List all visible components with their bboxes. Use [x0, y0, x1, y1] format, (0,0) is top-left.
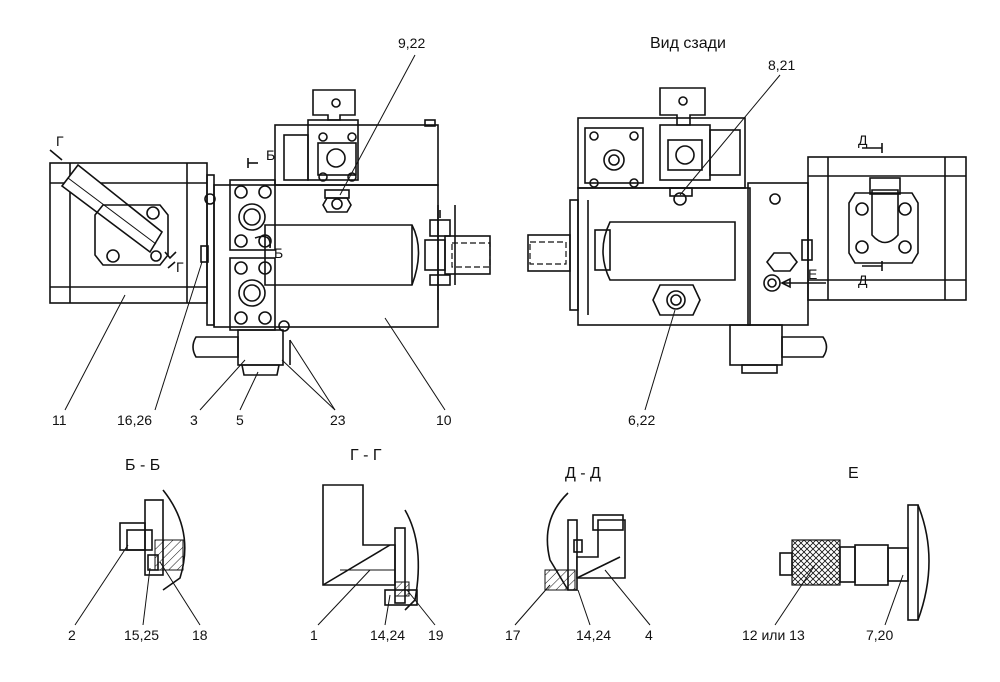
callout-2: 2 [68, 627, 76, 643]
section-label-dd: Д - Д [565, 465, 601, 482]
leader-lines [64, 54, 904, 626]
cut-mark-d-top: Д [858, 132, 868, 148]
section-bb [119, 489, 186, 591]
cut-mark-b-bottom: Б [274, 245, 283, 261]
callout-8-21: 8,21 [768, 57, 795, 73]
callout-23: 23 [330, 412, 346, 428]
callout-14-24-gg: 14,24 [370, 627, 405, 643]
view-e [779, 504, 930, 621]
callout-19: 19 [428, 627, 444, 643]
cut-mark-g-bottom: Г [176, 259, 184, 275]
section-gg [322, 484, 420, 611]
callout-3: 3 [190, 412, 198, 428]
callout-9-22: 9,22 [398, 35, 425, 51]
callout-4: 4 [645, 627, 653, 643]
section-label-gg: Г - Г [350, 447, 382, 464]
cut-mark-g-top: Г [56, 133, 64, 149]
cut-mark-e: Е [808, 266, 817, 282]
callout-11: 11 [52, 412, 67, 428]
callout-17: 17 [505, 627, 521, 643]
front-view [49, 89, 491, 376]
callout-5: 5 [236, 412, 244, 428]
callout-10: 10 [436, 412, 452, 428]
section-label-bb: Б - Б [125, 457, 160, 474]
callout-7-20: 7,20 [866, 627, 893, 643]
cut-mark-b-top: Б [266, 147, 275, 163]
cut-mark-d-bottom: Д [858, 272, 868, 288]
callout-14-24-dd: 14,24 [576, 627, 611, 643]
section-label-e: Е [848, 465, 859, 482]
callout-16-26: 16,26 [117, 412, 152, 428]
callout-6-22: 6,22 [628, 412, 655, 428]
callout-18: 18 [192, 627, 208, 643]
rear-view [527, 87, 967, 374]
callout-12-or-13: 12 или 13 [742, 627, 805, 643]
title-rear-view: Вид сзади [650, 35, 726, 52]
callout-15-25: 15,25 [124, 627, 159, 643]
section-dd [544, 492, 626, 591]
callout-1: 1 [310, 627, 318, 643]
